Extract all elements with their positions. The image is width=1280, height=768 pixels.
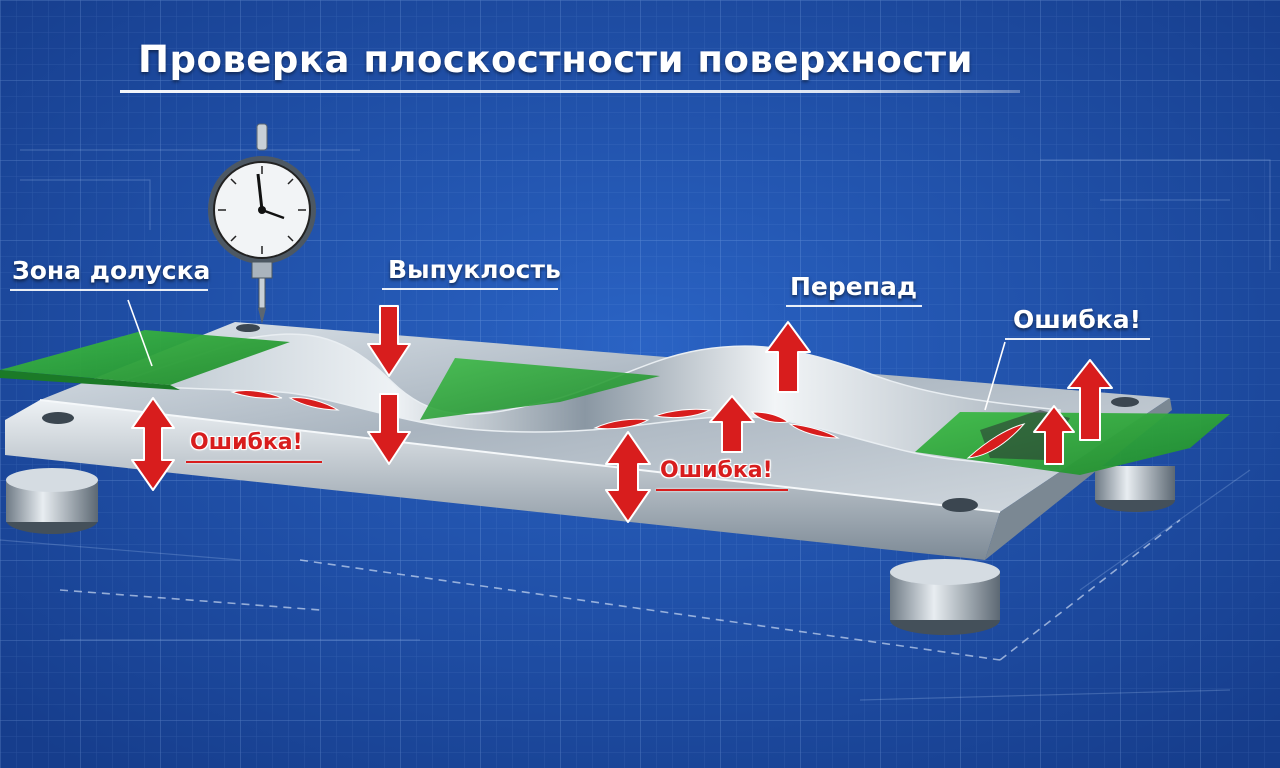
leader-tolerance-zone [127,299,153,367]
leader-right-error [984,341,1006,411]
deviation-arrows [131,305,1113,523]
label-tolerance-zone-underline [10,289,208,291]
arrow-down-convexity-bottom [367,393,411,465]
label-error-right: Ошибка! [1013,305,1142,334]
title-underline [120,90,1020,93]
label-convexity: Выпуклость [388,255,561,284]
tolerance-zone-shapes [0,330,1230,475]
arrow-up-right-short [1033,405,1075,465]
error-label-center: Ошибка! [660,458,773,483]
arrow-double-left [131,397,175,491]
label-tolerance-zone: Зона долуска [12,256,211,285]
arrow-up-step [765,321,811,393]
arrow-up-center [709,395,755,453]
label-step-underline [786,305,922,307]
error-label-center-underline [656,489,788,491]
label-error-right-underline [1005,338,1150,340]
error-label-left-underline [186,461,322,463]
deviation-marks [230,390,1026,459]
page-title: Проверка плоскостности поверхности [138,38,974,81]
arrow-double-center [605,431,651,523]
label-convexity-underline [382,288,558,290]
plate-feet [6,466,1175,635]
dial-indicator-icon [208,123,316,324]
error-label-left: Ошибка! [190,430,303,455]
arrow-up-right-tall [1067,359,1113,441]
label-step: Перепад [790,272,918,301]
arrow-down-convexity-top [367,305,411,377]
